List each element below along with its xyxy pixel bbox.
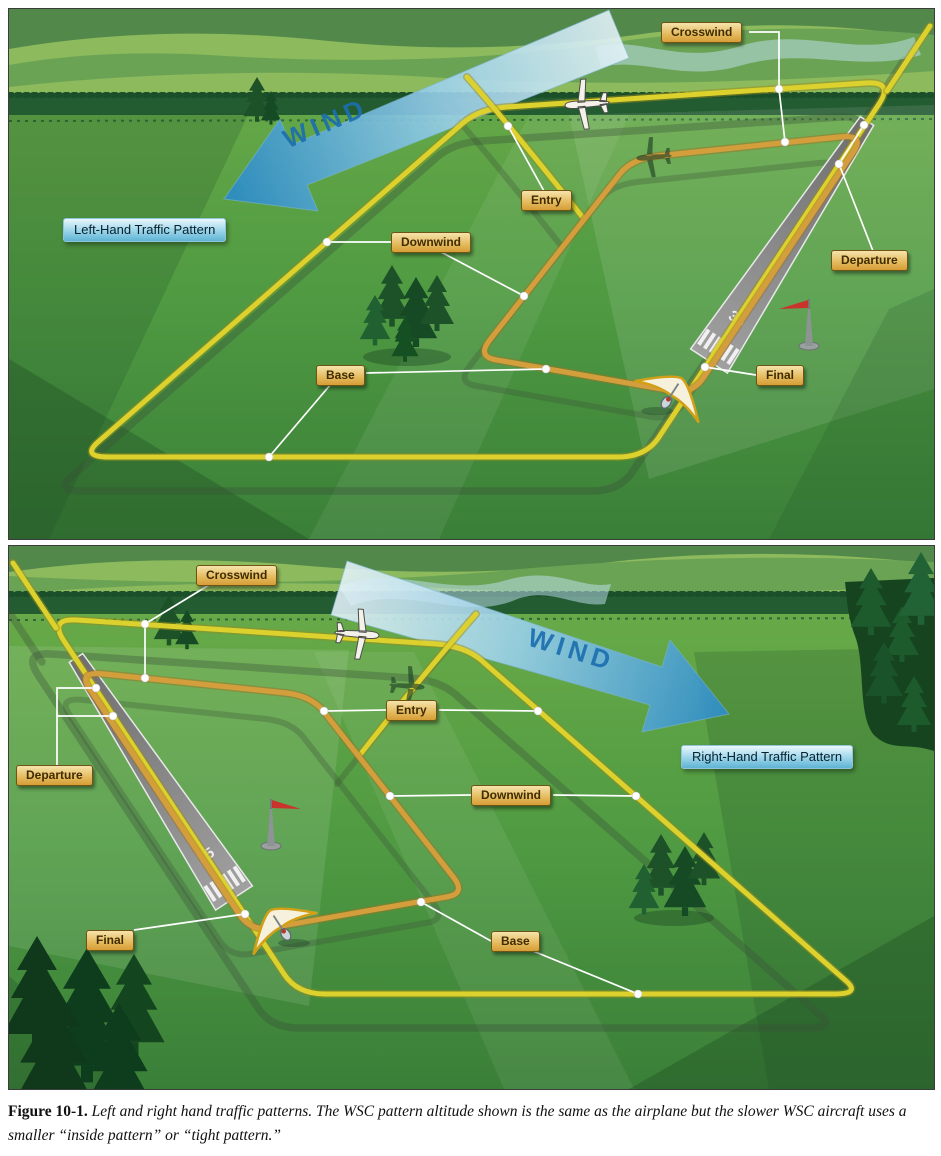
label-departure-bottom: Departure: [16, 765, 93, 786]
left-pattern-illustration: 35 WIND: [9, 9, 934, 539]
leader-lines: [56, 584, 643, 999]
figure-caption-label: Figure 10-1.: [8, 1103, 88, 1120]
trike-shadow: [278, 939, 310, 947]
label-entry-bottom: Entry: [386, 700, 437, 721]
left-pattern-title: Left-Hand Traffic Pattern: [63, 218, 227, 242]
windsock-icon: [260, 799, 301, 851]
label-crosswind-top: Crosswind: [661, 22, 743, 43]
figure-caption-text: Left and right hand traffic patterns. Th…: [8, 1103, 907, 1145]
left-pattern-panel: 35 WIND: [8, 8, 935, 540]
label-base-bottom: Base: [491, 931, 540, 952]
leader-lines: [264, 31, 874, 462]
right-pattern-title: Right-Hand Traffic Pattern: [681, 745, 854, 769]
trees: [9, 552, 934, 1089]
label-downwind-top: Downwind: [391, 232, 471, 253]
figure-caption: Figure 10-1. Left and right hand traffic…: [8, 1100, 934, 1148]
label-base-top: Base: [316, 365, 365, 386]
label-entry-top: Entry: [521, 190, 572, 211]
label-downwind-bottom: Downwind: [471, 785, 551, 806]
trike-shadow: [641, 407, 673, 415]
windsock-icon: [779, 299, 820, 351]
label-final-bottom: Final: [86, 930, 135, 951]
label-crosswind-bottom: Crosswind: [196, 565, 278, 586]
field-shading: [9, 646, 934, 1089]
right-pattern-panel: 35 WIND: [8, 545, 935, 1090]
label-final-top: Final: [756, 365, 805, 386]
label-departure-top: Departure: [831, 250, 908, 271]
trees: [243, 77, 454, 366]
right-pattern-illustration: 35 WIND: [9, 546, 934, 1089]
